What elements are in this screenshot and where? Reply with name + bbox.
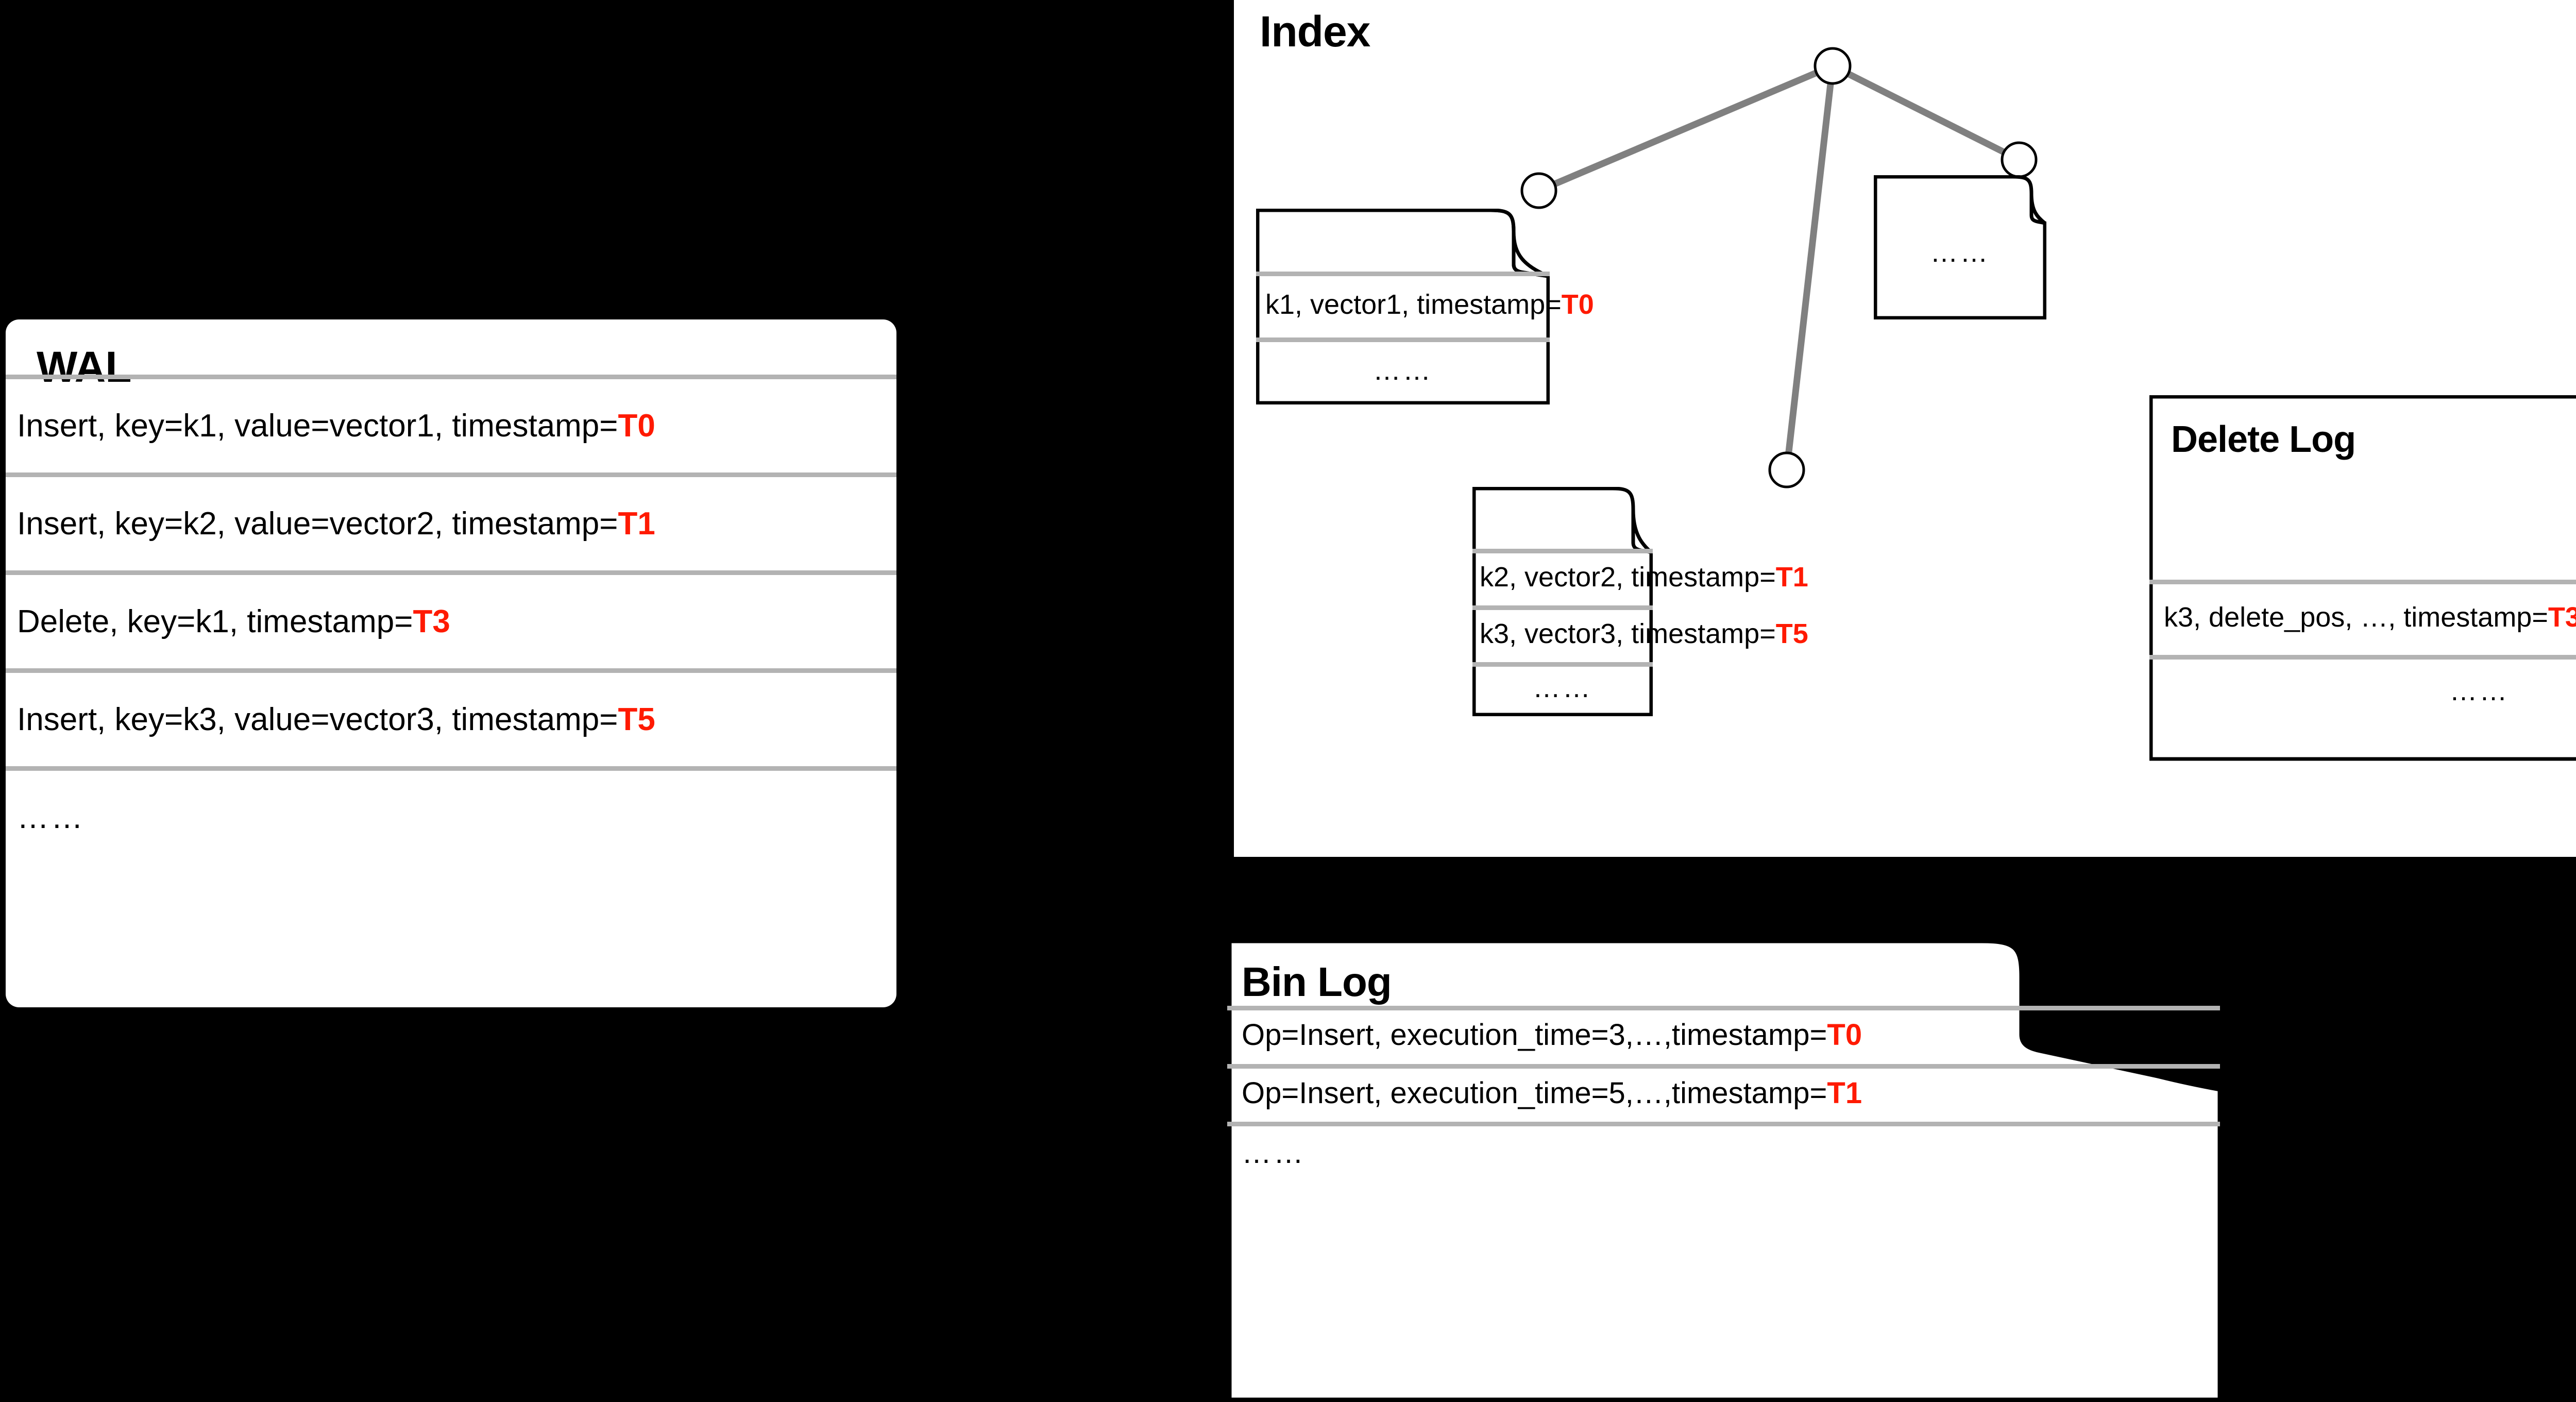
wal-title: WAL [37, 343, 132, 391]
bin-log-rows: Bin Log Op=Insert, execution_time=3,…,ti… [1227, 939, 2222, 1402]
index-leaf-row-text: k1, vector1, timestamp=T0 [1265, 289, 1594, 320]
index-leaf-row-text: k2, vector2, timestamp=T1 [1480, 562, 1808, 593]
wal-row: Insert, key=k2, value=vector2, timestamp… [6, 472, 896, 570]
wal-row: Insert, key=k1, value=vector1, timestamp… [6, 375, 896, 472]
row-separator [1227, 1122, 2220, 1126]
wal-row-text: Insert, key=k2, value=vector2, timestamp… [17, 506, 655, 542]
index-leaf-row-ellipsis: …… [1472, 662, 1653, 714]
index-leaf-k1: k1, vector1, timestamp=T0 …… [1256, 209, 1594, 404]
index-leaf-row-timestamp: T5 [1775, 618, 1808, 649]
index-leaf-row-text: …… [1373, 355, 1433, 386]
wal-row-text: Delete, key=k1, timestamp=T3 [17, 604, 450, 639]
delete-log-row-ellipsis: …… [2149, 655, 2576, 727]
root-node [1814, 47, 1852, 85]
bin-log-row-timestamp: T1 [1827, 1076, 1862, 1110]
bin-log-row-text: Op=Insert, execution_time=3,…,timestamp=… [1242, 1018, 1862, 1052]
delete-log-row: k3, delete_pos, …, timestamp=T3 [2149, 580, 2576, 655]
index-leaf-row-ellipsis: …… [1256, 337, 1550, 403]
delete-log-title: Delete Log [2171, 419, 2356, 460]
document-outline [2149, 395, 2576, 761]
index-leaf-right: …… [1874, 175, 2046, 319]
folded-corner-icon [2019, 976, 2221, 1092]
document-shape [1874, 175, 2046, 319]
bottom-child-node [1768, 451, 1805, 488]
wal-row-ellipsis: …… [6, 766, 896, 864]
right-child-node [2001, 141, 2038, 178]
edge-root-to-bottom [1783, 65, 1836, 470]
delete-log-rows: Delete Log k3, delete_pos, …, timestamp=… [2149, 395, 2576, 761]
index-leaf-row-text: …… [1533, 672, 1592, 703]
row-separator [2149, 580, 2576, 584]
bin-log-row-ellipsis: …… [1227, 1122, 2222, 1184]
index-title: Index [1260, 7, 1370, 56]
document-outline [1874, 175, 2046, 319]
bin-log-row: Op=Insert, execution_time=5,…,timestamp=… [1227, 1064, 2222, 1122]
bin-log-row-text: …… [1242, 1136, 1306, 1170]
left-child-node [1520, 172, 1557, 209]
index-leaf-row-text: …… [1930, 237, 1990, 268]
edge-root-to-right [1831, 63, 2021, 163]
bin-log-row-timestamp: T0 [1827, 1018, 1862, 1052]
wal-row-timestamp: T5 [618, 702, 655, 737]
index-leaf-row-ellipsis: …… [1874, 227, 2046, 278]
bin-log-row: Op=Insert, execution_time=3,…,timestamp=… [1227, 1006, 2222, 1064]
index-leaf-row: k3, vector3, timestamp=T5 [1472, 605, 1808, 662]
row-separator [1472, 662, 1653, 667]
wal-row-timestamp: T3 [413, 604, 450, 639]
document-shape [2149, 395, 2576, 761]
wal-row-list: Insert, key=k1, value=vector1, timestamp… [6, 375, 896, 864]
wal-panel: WAL Insert, key=k1, value=vector1, times… [6, 319, 896, 1007]
delete-log-row-text: …… [2449, 675, 2510, 706]
index-leaf-row: k2, vector2, timestamp=T1 [1472, 549, 1808, 605]
bin-log-row-text: Op=Insert, execution_time=5,…,timestamp=… [1242, 1076, 1862, 1110]
row-separator [1227, 1006, 2220, 1010]
index-leaf-right-rows: …… [1874, 175, 2046, 319]
row-separator [1227, 1064, 2220, 1069]
wal-row: Insert, key=k3, value=vector3, timestamp… [6, 668, 896, 766]
delete-log-card: Delete Log k3, delete_pos, …, timestamp=… [2149, 395, 2576, 761]
wal-row-text: Insert, key=k1, value=vector1, timestamp… [17, 408, 655, 444]
wal-row-timestamp: T0 [618, 408, 655, 444]
index-leaf-row-text: k3, vector3, timestamp=T5 [1480, 618, 1808, 649]
row-separator [1472, 605, 1653, 610]
delete-log-row-text: k3, delete_pos, …, timestamp=T3 [2164, 601, 2576, 633]
edge-root-to-left [1537, 63, 1834, 194]
row-separator [1472, 549, 1653, 553]
index-leaf-row-timestamp: T1 [1775, 562, 1808, 593]
index-leaf-k1-rows: k1, vector1, timestamp=T0 …… [1256, 209, 1594, 404]
index-leaf-k2k3: k2, vector2, timestamp=T1 k3, vector3, t… [1472, 487, 1808, 716]
delete-log-row-timestamp: T3 [2548, 602, 2576, 633]
row-separator [1256, 272, 1550, 276]
wal-row-text: …… [17, 800, 85, 835]
bin-log-panel: Bin Log Op=Insert, execution_time=3,…,ti… [1227, 939, 2222, 1402]
document-shape [1227, 939, 2222, 1402]
wal-row: Delete, key=k1, timestamp=T3 [6, 570, 896, 668]
index-leaf-k2k3-rows: k2, vector2, timestamp=T1 k3, vector3, t… [1472, 487, 1808, 716]
row-separator [1256, 337, 1550, 342]
index-leaf-row-timestamp: T0 [1561, 289, 1594, 320]
row-separator [2149, 655, 2576, 660]
bin-log-title: Bin Log [1242, 959, 1392, 1005]
index-leaf-row: k1, vector1, timestamp=T0 [1256, 272, 1594, 337]
wal-row-text: Insert, key=k3, value=vector3, timestamp… [17, 702, 655, 737]
wal-row-timestamp: T1 [618, 506, 655, 542]
folded-corner-icon [2029, 193, 2046, 225]
